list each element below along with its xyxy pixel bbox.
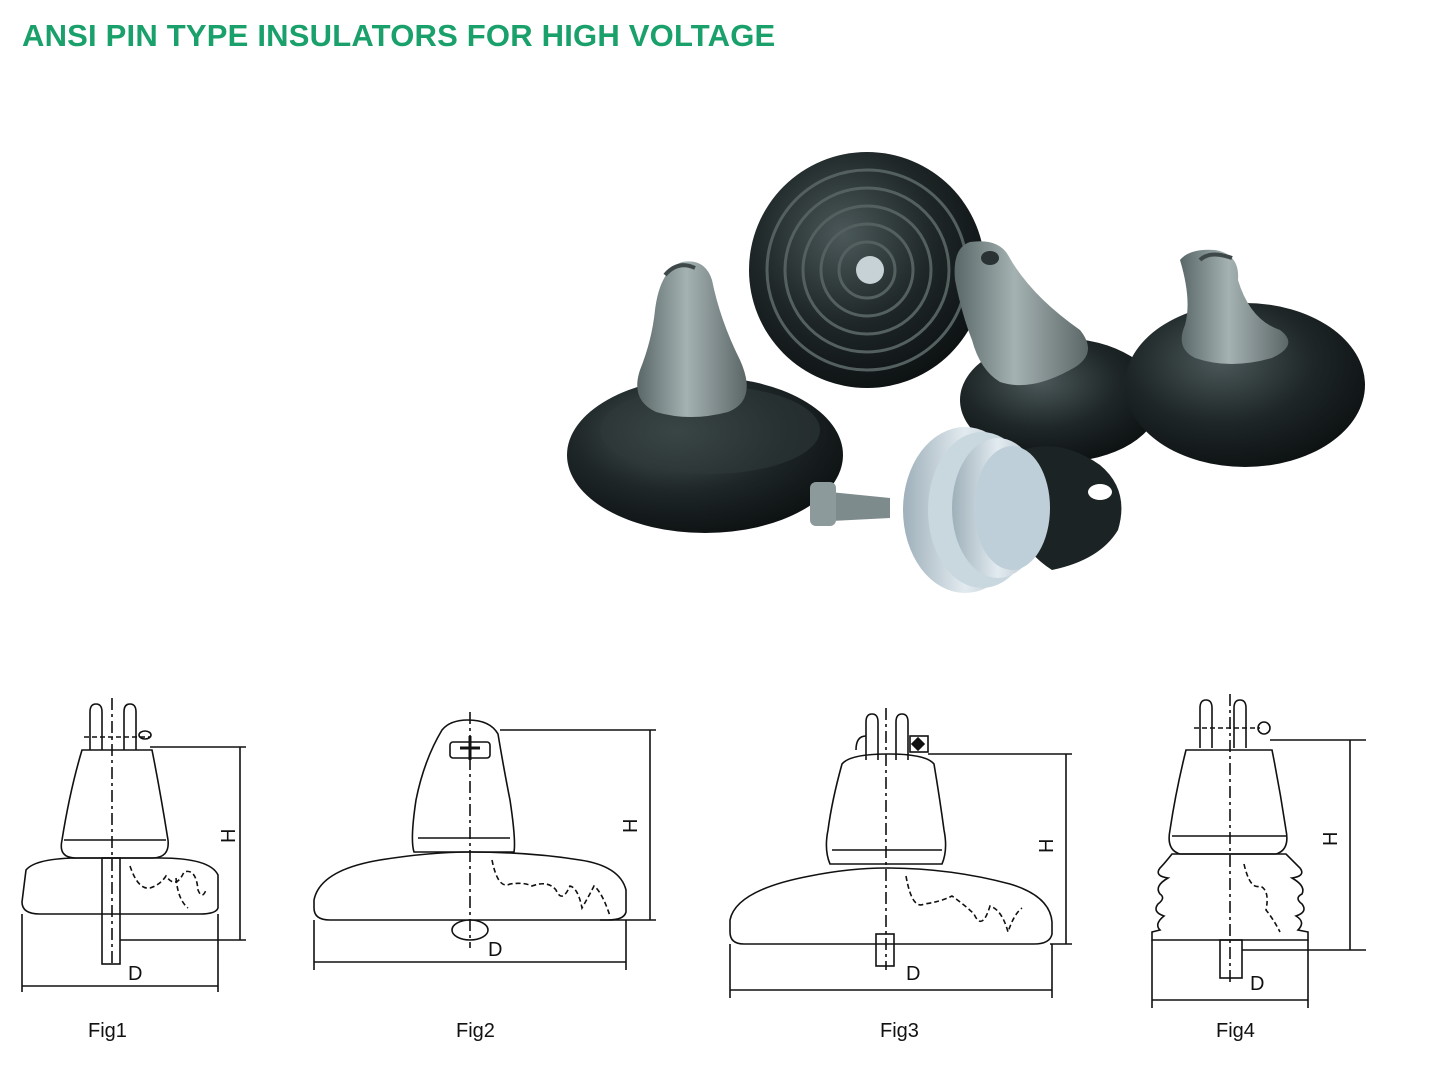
diameter-dimension-label: D	[488, 939, 502, 961]
insulator-product-photo	[560, 130, 1380, 610]
figure-3-drawing: H D Fig3	[720, 700, 1090, 1042]
figure-1-drawing: H D Fig1	[0, 690, 280, 1042]
left-disc-insulator	[567, 261, 843, 533]
front-light-insulator	[810, 427, 1122, 593]
page-title: ANSI PIN TYPE INSULATORS FOR HIGH VOLTAG…	[22, 18, 776, 53]
diameter-dimension-label: D	[906, 963, 920, 985]
insulator-technical-drawing-icon: H D	[1151, 694, 1366, 1008]
diameter-dimension-label: D	[1250, 973, 1264, 995]
insulators-photo-icon	[567, 152, 1365, 593]
figure-3-label: Fig3	[880, 1020, 919, 1042]
height-dimension-label: H	[620, 819, 642, 833]
figure-4-label: Fig4	[1216, 1020, 1255, 1042]
middle-disc-insulator	[954, 241, 1160, 462]
ringed-disc-insulator	[749, 152, 985, 388]
diameter-dimension-label: D	[128, 963, 142, 985]
height-dimension-label: H	[218, 829, 240, 843]
insulator-technical-drawing-icon: H D	[21, 698, 246, 992]
insulator-technical-drawing-icon: H D	[729, 708, 1072, 998]
figure-2-label: Fig2	[456, 1020, 495, 1042]
insulator-technical-drawing-icon: H D	[313, 712, 656, 970]
figure-4-drawing: H D Fig4	[1130, 690, 1390, 1042]
height-dimension-label: H	[1036, 839, 1058, 853]
height-dimension-label: H	[1320, 832, 1342, 846]
figure-1-label: Fig1	[88, 1020, 127, 1042]
right-disc-insulator	[1125, 249, 1365, 467]
figure-2-drawing: H D Fig2	[300, 690, 670, 1042]
